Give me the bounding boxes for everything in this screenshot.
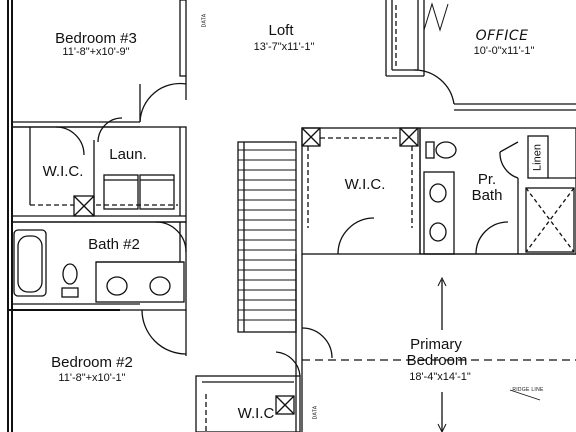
primary-dimensions: 18'-4"x14'-1": [409, 371, 471, 383]
center-wic-door: [337, 217, 375, 255]
wic-bottom-name: W.I.C: [237, 405, 275, 422]
bedroom2-door-swing: [141, 309, 187, 355]
office-door-swing: [413, 69, 455, 105]
bedroom3-name: Bedroom #3: [55, 30, 137, 47]
data-note-bottom: DATA: [312, 405, 319, 420]
linen-door: [499, 151, 519, 179]
bedroom2-walls: [12, 303, 301, 432]
primary-bath-door: [475, 221, 509, 255]
office-dimensions: 10'-0"x11'-1": [473, 45, 535, 57]
linen-name: Linen: [531, 144, 544, 171]
ridge-line-note: RIDGE LINE: [512, 387, 544, 393]
bath2-name: Bath #2: [88, 236, 140, 253]
primary-line2: Bedroom: [406, 352, 468, 369]
bedroom3-walls: [12, 0, 187, 128]
laundry-door-swing: [97, 117, 123, 143]
bedroom2-name: Bedroom #2: [51, 354, 133, 371]
primary-bedroom-lines: [302, 276, 576, 432]
loft-dimensions: 13'-7"x11'-1": [253, 41, 315, 53]
pr-bath-line2: Bath: [471, 187, 503, 204]
wic-left-name: W.I.C.: [42, 163, 84, 180]
bath2-door-swing: [155, 221, 187, 253]
pr-bath-line1: Pr.: [477, 171, 497, 188]
primary-line1: Primary: [410, 336, 462, 353]
bedroom3-dimensions: 11'-8"+x10'-9": [62, 46, 130, 58]
bedroom2-dimensions: 11'-8"+x10'-1": [58, 372, 126, 384]
wic-door-swing: [55, 126, 85, 156]
laundry-name: Laun.: [109, 146, 147, 163]
primary-bath-walls: [419, 127, 576, 255]
loft-name: Loft: [268, 22, 294, 39]
bath2-walls: [11, 221, 187, 311]
bedroom2-wic-door: [275, 351, 301, 377]
primary-door-swing: [301, 327, 333, 359]
office-name: OFFICE: [475, 28, 529, 44]
center-wic-walls: [295, 127, 421, 432]
wic-center-name: W.I.C.: [344, 176, 386, 193]
wic-laundry-walls: [11, 126, 187, 223]
office-walls: [385, 0, 576, 111]
staircase: [237, 141, 297, 333]
data-note-top: DATA: [201, 13, 208, 28]
bedroom3-door-swing: [139, 82, 187, 123]
